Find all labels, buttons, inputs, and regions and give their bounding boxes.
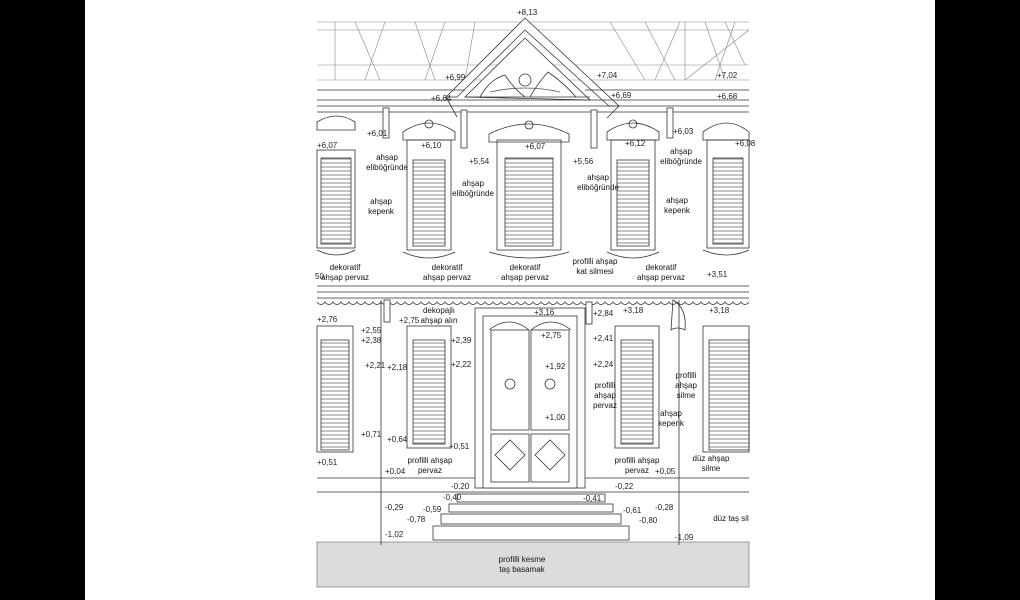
elevation-label: +3,18 <box>709 306 730 315</box>
elevation-label: +2,75 <box>541 331 562 340</box>
ground-window-left <box>406 325 452 449</box>
elevation-label: +2,84 <box>593 309 614 318</box>
wooden-brackets <box>382 107 686 331</box>
upper-window-right <box>606 119 660 259</box>
elevation-label: -0,80 <box>639 516 658 525</box>
upper-window-center <box>488 120 570 259</box>
elevation-label: +0,71 <box>361 430 382 439</box>
elevation-label: +6,10 <box>421 141 442 150</box>
elevation-label: +3,18 <box>623 306 644 315</box>
upper-window-far-left <box>316 115 356 256</box>
elevation-label: +1,00 <box>545 413 566 422</box>
elevation-label: +6,01 <box>367 129 388 138</box>
elevation-label: +2,76 <box>317 315 338 324</box>
elevation-label: +0,51 <box>317 458 338 467</box>
elevation-label: +0,04 <box>385 467 406 476</box>
elevation-label: +5,54 <box>469 157 490 166</box>
elevation-label: +0,51 <box>449 442 470 451</box>
elevation-label: 50 <box>315 272 324 281</box>
ground-window-far-left <box>316 325 354 453</box>
elevation-label: -1,09 <box>675 533 694 542</box>
elevation-label: -0,78 <box>407 515 426 524</box>
ground-floor-walls <box>317 300 749 545</box>
elevation-label: +2,18 <box>387 363 408 372</box>
elevation-label: +6,07 <box>525 142 546 151</box>
central-gable <box>445 17 621 119</box>
entrance-door <box>474 307 586 489</box>
ground-window-far-right <box>702 325 750 453</box>
elevation-label: +5,56 <box>573 157 594 166</box>
elevation-label: -0,22 <box>615 482 634 491</box>
elevation-label: +0,64 <box>387 435 408 444</box>
elevation-label: +2,38 <box>361 336 382 345</box>
elevation-label: +6,12 <box>625 139 646 148</box>
elevation-label: +1,92 <box>545 362 566 371</box>
elevation-label: +2,21 <box>365 361 386 370</box>
elevation-label: -0,61 <box>623 506 642 515</box>
elevation-label: +3,16 <box>534 308 555 317</box>
elevation-label: +2,22 <box>451 360 472 369</box>
elevation-label: -0,41 <box>583 494 602 503</box>
elevation-label: +3,51 <box>707 270 728 279</box>
roof-truss <box>317 21 750 81</box>
elevation-label: -0,28 <box>655 503 674 512</box>
elevation-label: +6,64 <box>431 94 452 103</box>
elevation-label: +6,69 <box>611 91 632 100</box>
elevation-label: +2,39 <box>451 336 472 345</box>
elevation-label: +6,03 <box>673 127 694 136</box>
upper-window-far-right <box>702 122 750 256</box>
elevation-label: +6,68 <box>717 92 738 101</box>
elevation-label: +2,55 <box>361 326 382 335</box>
elevation-label: +2,24 <box>593 360 614 369</box>
elevation-label: +2,41 <box>593 334 614 343</box>
elevation-label: +2,75 <box>399 316 420 325</box>
note-duz-tas-silme: düz taş sil <box>713 514 749 523</box>
drawing-sheet: +8,13 +6,99 +7,04 +7,02 +6,64 +6,69 +6,6… <box>85 0 935 600</box>
facade-elevation-drawing: +8,13 +6,99 +7,04 +7,02 +6,64 +6,69 +6,6… <box>315 8 756 588</box>
elevation-label: +7,02 <box>717 71 738 80</box>
elevation-labels: +8,13 +6,99 +7,04 +7,02 +6,64 +6,69 +6,6… <box>315 8 756 542</box>
elevation-label: +6,07 <box>317 141 338 150</box>
elevation-label: -0,20 <box>451 482 470 491</box>
entrance-steps <box>432 493 630 541</box>
elevation-label: +8,13 <box>517 8 538 17</box>
elevation-label: +6,99 <box>445 73 466 82</box>
elevation-label: +6,08 <box>735 139 756 148</box>
ground-strip <box>316 541 750 588</box>
ground-window-right <box>614 325 660 449</box>
upper-window-left <box>402 119 456 259</box>
elevation-label: -0,59 <box>423 505 442 514</box>
elevation-label: +7,04 <box>597 71 618 80</box>
elevation-label: -1,02 <box>385 530 404 539</box>
elevation-label: -0,29 <box>385 503 404 512</box>
elevation-label: -0,40 <box>443 493 462 502</box>
elevation-label: +0,05 <box>655 467 676 476</box>
floor-band <box>316 285 750 305</box>
